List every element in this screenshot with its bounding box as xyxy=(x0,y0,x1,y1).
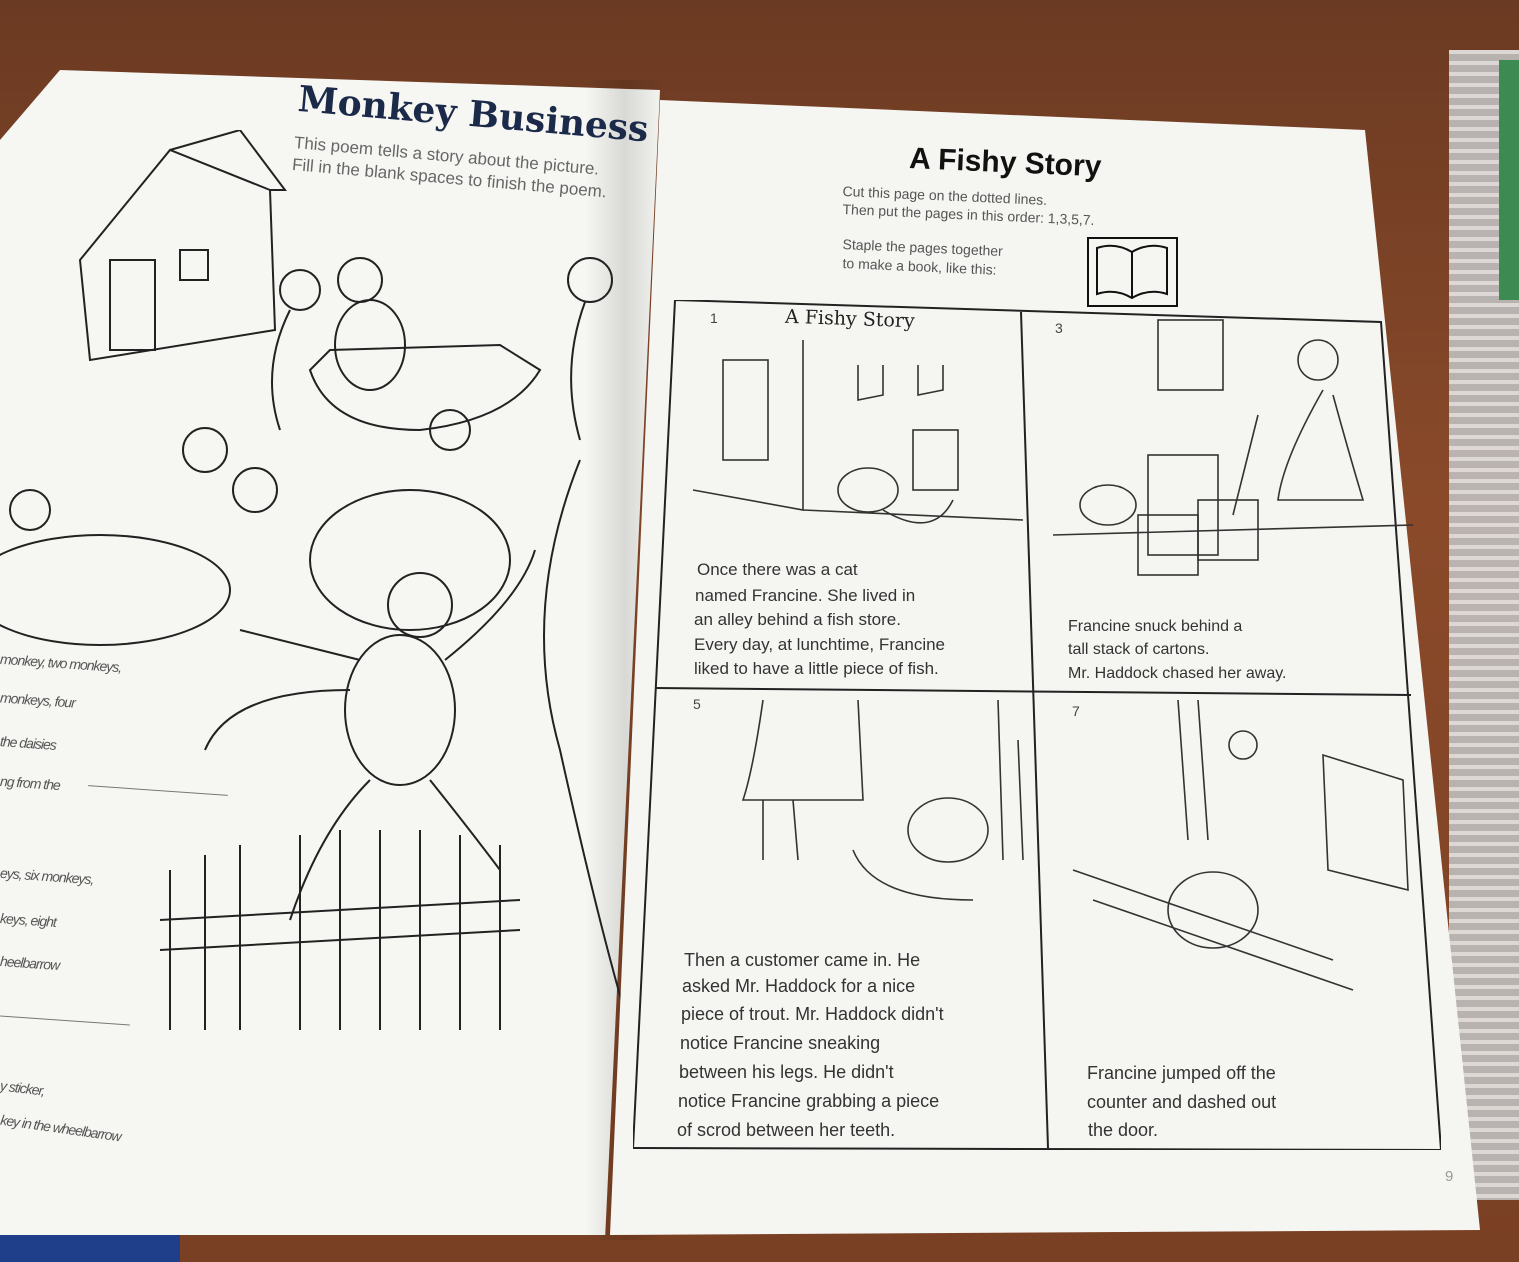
panel-1-number: 1 xyxy=(710,310,718,326)
panel-1-text-3: an alley behind a fish store. xyxy=(694,610,901,629)
panel-1-text-2: named Francine. She lived in xyxy=(695,586,916,605)
panel-7-text-3: the door. xyxy=(1088,1120,1159,1140)
panel-1-text-4: Every day, at lunchtime, Francine xyxy=(694,635,946,654)
green-notebook-edge xyxy=(1499,60,1519,300)
panel-1-text-5: liked to have a little piece of fish. xyxy=(694,659,939,678)
panel-3-text-3: Mr. Haddock chased her away. xyxy=(1068,665,1287,682)
panel-5-text-2: asked Mr. Haddock for a nice xyxy=(682,976,916,996)
panel-3-text-2: tall stack of cartons. xyxy=(1068,641,1210,658)
panel-5-text-6: notice Francine grabbing a piece xyxy=(678,1091,940,1111)
panel-5-number: 5 xyxy=(693,696,701,712)
panel-3-text-1: Francine snuck behind a xyxy=(1068,618,1243,635)
comic-panel-grid xyxy=(633,300,1441,1150)
panel-5-text-4: notice Francine sneaking xyxy=(680,1033,881,1053)
panel-3-number: 3 xyxy=(1055,320,1063,336)
panel-5-text-5: between his legs. He didn't xyxy=(679,1062,894,1082)
panel-1-text-1: Once there was a cat xyxy=(697,560,858,579)
panel-7-number: 7 xyxy=(1072,703,1080,719)
monkey-illustration xyxy=(0,130,631,1031)
open-book-icon xyxy=(1087,237,1178,307)
panel-7-text-1: Francine jumped off the xyxy=(1087,1063,1276,1083)
panel-1-heading: A Fishy Story xyxy=(784,305,916,333)
panel-5-text-3: piece of trout. Mr. Haddock didn't xyxy=(681,1004,944,1024)
page-number: 9 xyxy=(1445,1168,1454,1185)
panel-5-text-7: of scrod between her teeth. xyxy=(677,1120,896,1140)
panel-7-text-2: counter and dashed out xyxy=(1087,1092,1277,1112)
panel-5-text-1: Then a customer came in. He xyxy=(684,950,921,970)
